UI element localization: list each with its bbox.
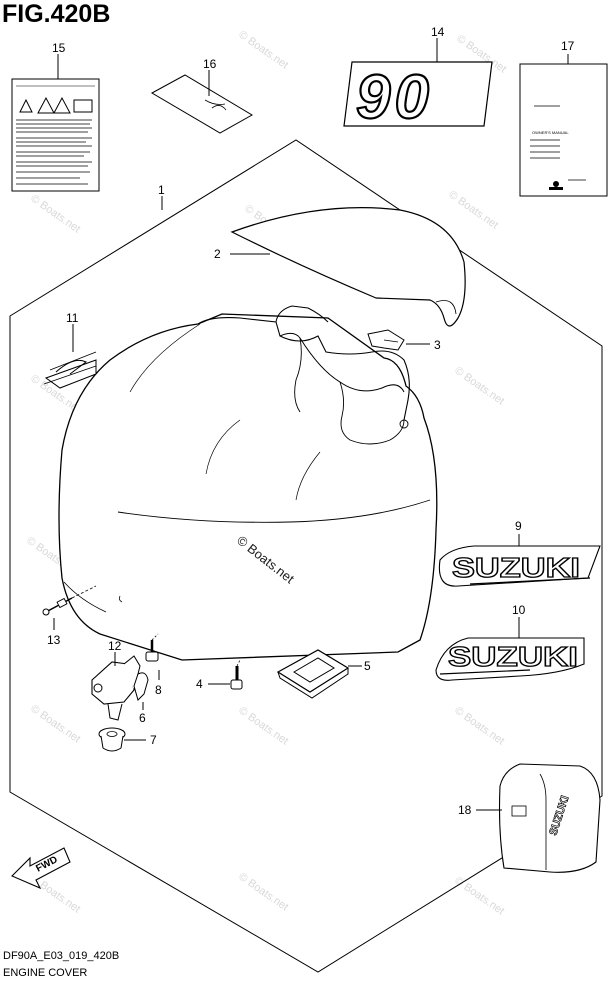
manual-heading: OWNER'S MANUAL bbox=[532, 130, 569, 135]
s-emblem-part bbox=[43, 351, 97, 389]
warning-label-part bbox=[11, 78, 100, 192]
figure-title: FIG.420B bbox=[2, 0, 111, 28]
callout-3: 3 bbox=[434, 338, 441, 352]
callout-17: 17 bbox=[561, 39, 575, 53]
watermark: © Boats.net bbox=[236, 29, 290, 72]
brand-decal-text: SUZUKI bbox=[448, 641, 578, 672]
callout-7: 7 bbox=[150, 733, 157, 747]
callouts: 15 16 14 17 1 2 3 11 9 10 13 12 8 4 5 6 … bbox=[47, 25, 575, 817]
top-cover-panel-part bbox=[230, 207, 466, 327]
watermark: © Boats.net bbox=[446, 189, 500, 232]
screw-part-8 bbox=[145, 633, 159, 662]
seal-part bbox=[276, 649, 350, 699]
callout-2: 2 bbox=[214, 247, 221, 261]
hook-part bbox=[133, 672, 149, 701]
engine-cover-part bbox=[58, 305, 438, 661]
callout-9: 9 bbox=[515, 519, 522, 533]
callout-16: 16 bbox=[203, 57, 217, 71]
watermark: © Boats.net bbox=[28, 703, 82, 746]
callout-12: 12 bbox=[108, 639, 122, 653]
latch-part bbox=[91, 655, 141, 721]
assembly-outline bbox=[9, 139, 603, 973]
bolt-part-4 bbox=[230, 659, 243, 690]
brand-decal-part-9: SUZUKI bbox=[438, 545, 601, 587]
callout-14: 14 bbox=[431, 25, 445, 39]
callout-18: 18 bbox=[458, 803, 472, 817]
leader-lines bbox=[53, 38, 569, 811]
callout-4: 4 bbox=[196, 677, 203, 691]
callout-8: 8 bbox=[155, 683, 162, 697]
brand-decal-part-10: SUZUKI bbox=[435, 637, 585, 681]
watermark: © Boats.net bbox=[452, 705, 506, 748]
rod-part bbox=[42, 585, 97, 616]
figure-name: ENGINE COVER bbox=[3, 967, 88, 979]
callout-15: 15 bbox=[52, 41, 66, 55]
packet-part bbox=[150, 74, 253, 134]
watermark: © Boats.net bbox=[236, 705, 290, 748]
callout-6: 6 bbox=[139, 711, 146, 725]
callout-11: 11 bbox=[66, 311, 79, 325]
grommet-part bbox=[98, 727, 126, 752]
callout-13: 13 bbox=[47, 633, 61, 647]
storage-bag-part: SUZUKI bbox=[498, 763, 601, 873]
figure-code: DF90A_E03_019_420B bbox=[3, 950, 120, 962]
callout-5: 5 bbox=[364, 659, 371, 673]
callout-10: 10 bbox=[512, 603, 526, 617]
clip-part bbox=[367, 329, 405, 351]
brand-decal-text: SUZUKI bbox=[452, 552, 580, 583]
watermark: © Boats.net bbox=[28, 193, 82, 236]
watermark: © Boats.net bbox=[236, 871, 290, 914]
callout-1: 1 bbox=[158, 183, 165, 197]
hp-decal-number: 90 bbox=[356, 63, 433, 132]
owners-manual-part: OWNER'S MANUAL bbox=[519, 63, 608, 197]
hp-decal-part: 90 bbox=[343, 61, 493, 133]
watermark: © Boats.net bbox=[452, 875, 506, 918]
watermark: © Boats.net bbox=[452, 365, 506, 408]
